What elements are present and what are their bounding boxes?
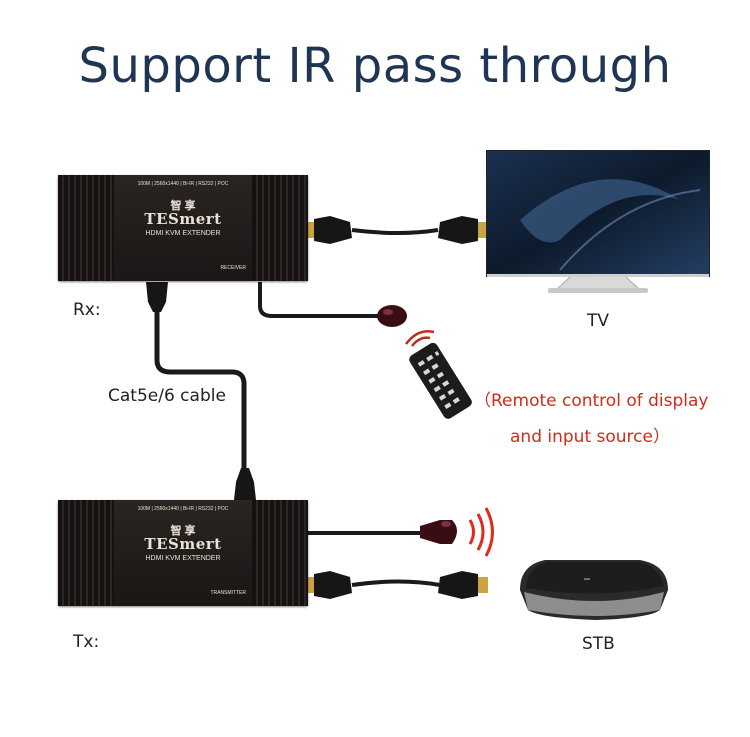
hdmi-plug-rx-right bbox=[438, 216, 488, 244]
transmitter-logo-cn: 智 享 bbox=[170, 525, 196, 537]
ir-receiver-eye bbox=[377, 305, 407, 327]
transmitter-left-ribs bbox=[58, 500, 114, 606]
hdmi-cable-tx-stb bbox=[351, 579, 441, 587]
ir-emitter bbox=[420, 520, 457, 544]
hdmi-plug-rx-left bbox=[304, 216, 352, 244]
transmitter-right-ribs bbox=[252, 500, 308, 606]
transmitter-spec: 100M | 2560x1440 | Bi-IR | RS232 | POC bbox=[137, 506, 229, 512]
receiver-role: RECEIVER bbox=[220, 265, 246, 271]
receiver-logo-cn: 智 享 bbox=[170, 200, 196, 212]
svg-text:▬: ▬ bbox=[584, 576, 590, 582]
transmitter-unit: 100M | 2560x1440 | Bi-IR | RS232 | POC 智… bbox=[58, 500, 308, 606]
ir-cable-rx bbox=[258, 282, 378, 318]
hdmi-plug-tx-right bbox=[438, 571, 488, 599]
receiver-brand: TESmert bbox=[144, 210, 222, 228]
ir-waves-icon bbox=[468, 507, 494, 557]
remote-signal-icon bbox=[405, 330, 435, 347]
rx-label: Rx: bbox=[73, 300, 101, 320]
transmitter-model: HDMI KVM EXTENDER bbox=[145, 555, 221, 562]
remote-note-line2: and input source） bbox=[510, 427, 670, 447]
tv-icon bbox=[486, 150, 710, 293]
hdmi-cable-rx-tv bbox=[351, 228, 439, 235]
receiver-unit: 100M | 2560x1440 | Bi-IR | RS232 | POC 智… bbox=[58, 175, 308, 281]
receiver-model: HDMI KVM EXTENDER bbox=[145, 230, 221, 237]
rj45-plug-rx bbox=[146, 282, 168, 312]
cable-label: Cat5e/6 cable bbox=[108, 386, 226, 406]
cat5-cable bbox=[154, 312, 247, 468]
remote-note-line1: （Remote control of display bbox=[474, 391, 709, 411]
transmitter-role: TRANSMITTER bbox=[210, 590, 246, 596]
tx-label: Tx: bbox=[73, 632, 100, 652]
receiver-left-ribs bbox=[58, 175, 114, 281]
diagram-title: Support IR pass through bbox=[78, 38, 672, 94]
receiver-spec: 100M | 2560x1440 | Bi-IR | RS232 | POC bbox=[137, 181, 229, 187]
stb-icon: ▬ bbox=[520, 560, 668, 620]
stb-label: STB bbox=[582, 634, 615, 654]
tv-label: TV bbox=[587, 311, 610, 331]
receiver-right-ribs bbox=[252, 175, 308, 281]
transmitter-brand: TESmert bbox=[144, 535, 222, 553]
remote-control-icon bbox=[409, 342, 472, 419]
rj45-plug-tx bbox=[234, 468, 256, 500]
hdmi-plug-tx-left bbox=[304, 571, 352, 599]
